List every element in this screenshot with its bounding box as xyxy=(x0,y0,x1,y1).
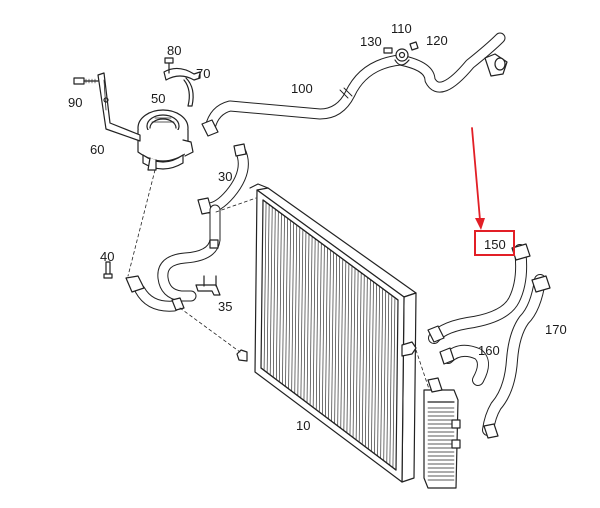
label-part-160: 160 xyxy=(478,343,500,358)
radiator-fin xyxy=(325,247,328,418)
radiator-fin xyxy=(355,270,359,441)
radiator-fin xyxy=(300,229,304,399)
radiator-part-10 xyxy=(236,183,417,483)
label-part-110: 110 xyxy=(391,21,412,36)
radiator-fin xyxy=(340,258,344,429)
bolt-part-130 xyxy=(383,47,393,54)
radiator-fin xyxy=(328,249,331,420)
hose-part-170 xyxy=(482,274,551,439)
radiator-fin xyxy=(361,274,365,445)
screw-part-80 xyxy=(164,57,174,74)
clamp-part-110 xyxy=(394,48,410,66)
radiator-fin xyxy=(285,217,288,387)
radiator-fin xyxy=(275,211,279,380)
bolt-part-90 xyxy=(73,77,99,85)
label-part-90: 90 xyxy=(68,95,83,110)
radiator-fin xyxy=(303,231,307,401)
label-part-80: 80 xyxy=(167,43,182,58)
radiator-fin xyxy=(392,297,396,469)
leader-lines xyxy=(127,169,431,393)
clamp-part-70 xyxy=(163,67,201,107)
radiator-fin xyxy=(389,295,393,466)
radiator-fin xyxy=(315,240,319,411)
label-part-40: 40 xyxy=(100,249,115,264)
highlight-box-part-150 xyxy=(474,230,515,256)
bracket-part-60 xyxy=(97,72,141,142)
hose-part-100 xyxy=(201,32,508,137)
hose-part-150 xyxy=(427,243,531,344)
hose-part-160 xyxy=(439,344,489,386)
label-part-60: 60 xyxy=(90,142,105,157)
label-part-150: 150 xyxy=(484,237,506,252)
radiator-fin xyxy=(349,265,353,436)
radiator-fin xyxy=(266,204,270,373)
label-part-35: 35 xyxy=(218,299,233,314)
label-part-30: 30 xyxy=(218,169,233,184)
radiator-fin xyxy=(288,220,291,390)
sensor-part-120 xyxy=(409,41,419,51)
radiator-fin xyxy=(337,256,341,427)
radiator-fin xyxy=(346,263,350,434)
radiator-fin xyxy=(331,251,334,422)
radiator-fin xyxy=(352,267,356,438)
radiator-fin xyxy=(294,224,298,394)
radiator-fin xyxy=(368,279,371,450)
radiator-fin xyxy=(380,288,384,459)
radiator-fin xyxy=(263,201,267,371)
radiator-fin xyxy=(364,276,368,448)
label-part-130: 130 xyxy=(360,34,382,49)
radiator-fin xyxy=(272,208,276,378)
lower-hose-assembly xyxy=(125,204,221,312)
radiator-fin xyxy=(371,281,374,452)
bracket-part-35 xyxy=(195,275,221,296)
radiator-fin xyxy=(279,213,282,383)
radiator-fin xyxy=(383,290,387,462)
radiator-fin xyxy=(374,283,377,455)
radiator-fin xyxy=(291,222,295,392)
radiator-fin xyxy=(309,236,313,406)
radiator-fin xyxy=(297,226,301,397)
label-part-50: 50 xyxy=(151,91,166,106)
radiator-fin xyxy=(282,215,285,385)
expansion-tank-part-50 xyxy=(137,109,194,171)
label-part-10: 10 xyxy=(296,418,311,433)
radiator-fin xyxy=(377,286,380,457)
clip-part-40 xyxy=(103,261,113,279)
radiator-fin xyxy=(334,254,337,424)
radiator-fin xyxy=(269,206,273,376)
label-part-120: 120 xyxy=(426,33,448,48)
radiator-fin xyxy=(306,233,310,404)
radiator-fin xyxy=(312,238,316,408)
radiator-fin xyxy=(318,242,322,413)
callout-arrow xyxy=(471,127,485,230)
label-part-70: 70 xyxy=(196,66,211,81)
radiator-fin xyxy=(343,261,347,431)
radiator-fin xyxy=(358,272,362,443)
label-part-100: 100 xyxy=(291,81,313,96)
cooler-module xyxy=(423,377,461,489)
radiator-fin xyxy=(322,245,325,415)
radiator-fin xyxy=(386,292,390,464)
label-part-170: 170 xyxy=(545,322,567,337)
